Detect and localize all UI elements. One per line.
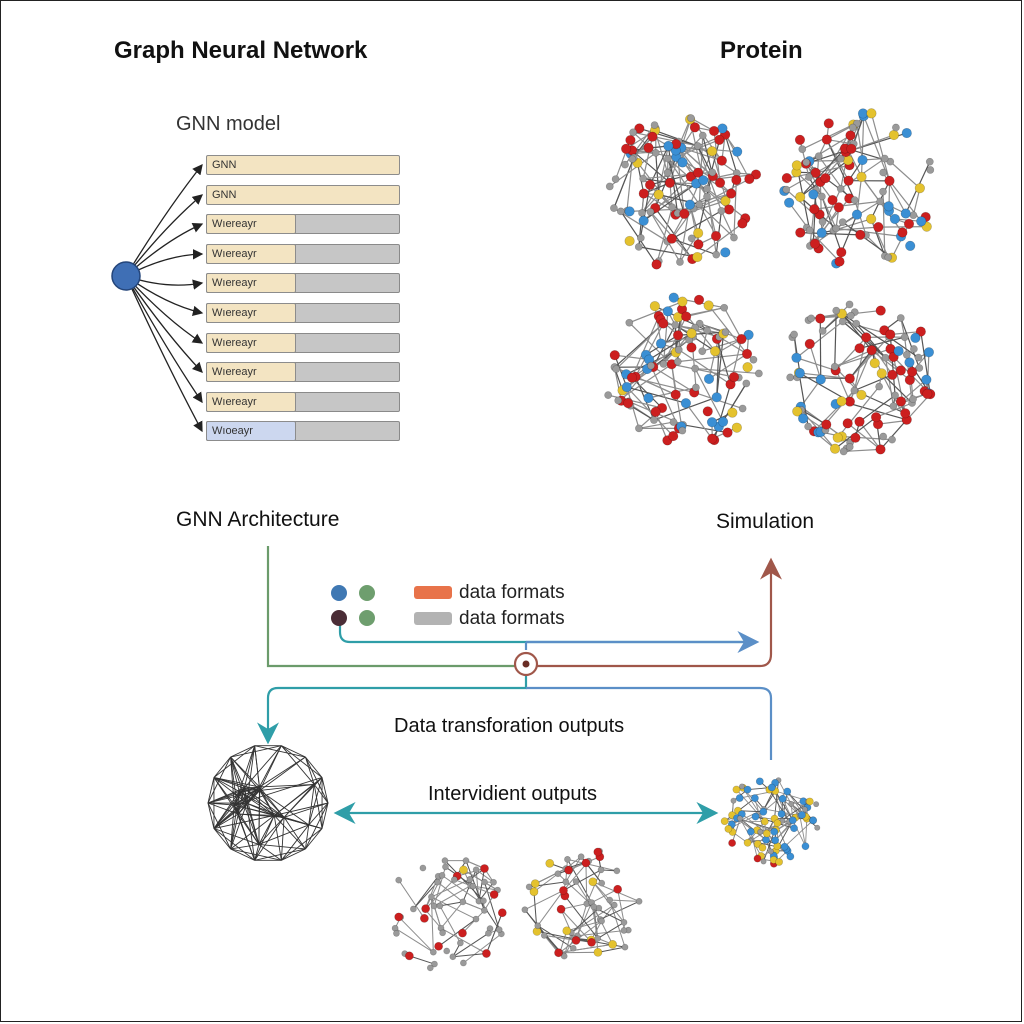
gnn-layer: Wıereayr	[206, 392, 400, 412]
layer-label: GNN	[206, 155, 400, 175]
layer-label: Wıereayr	[206, 244, 296, 264]
layer-connector	[125, 194, 203, 277]
molecule	[786, 300, 936, 456]
molecule	[521, 847, 643, 960]
layer-connector	[125, 275, 203, 373]
gnn-layer: Wıereayr	[206, 303, 400, 323]
gnn-connectors	[125, 163, 204, 433]
molecule	[605, 114, 762, 270]
protein-title: Protein	[720, 37, 803, 64]
simulation-label: Simulation	[716, 510, 815, 533]
architecture-flow-line	[266, 546, 520, 668]
layer-label: GNN	[206, 185, 400, 205]
layer-label: Wıereayr	[206, 392, 296, 412]
legend-dot-dark	[331, 610, 347, 626]
simulation-output-arrow	[534, 557, 782, 668]
legend-label-2: data formats	[459, 608, 565, 629]
gnn-input-node	[111, 261, 141, 291]
legend-flow-line-teal	[338, 624, 755, 644]
legend-dot-blue	[331, 585, 347, 601]
graph-polyhedron	[207, 745, 329, 861]
layer-connector	[125, 275, 203, 404]
legend-swatch-gray	[414, 612, 452, 625]
layer-label: Wıereayr	[206, 333, 296, 353]
gnn-layer: Wıereayr	[206, 244, 400, 264]
legend	[331, 585, 452, 626]
protein-structures	[604, 108, 936, 456]
gnn-layer: Wıereayr	[206, 333, 400, 353]
layer-label: Wıoeayr	[206, 421, 296, 441]
layer-label: Wıereayr	[206, 273, 296, 293]
gnn-layer: Wıereayr	[206, 273, 400, 293]
gnn-layer: Wıereayr	[206, 362, 400, 382]
molecule	[391, 857, 507, 972]
layer-label: Wıereayr	[206, 214, 296, 234]
legend-swatch-orange	[414, 586, 452, 599]
layer-connector	[125, 275, 203, 433]
layer-label: Wıereayr	[206, 303, 296, 323]
layer-label: Wıereayr	[206, 362, 296, 382]
protein-output-line	[526, 686, 773, 760]
layer-connector	[125, 163, 203, 277]
gnn-layer: Wıereayr	[206, 214, 400, 234]
protein-cluster	[720, 777, 821, 868]
gnn-model-label: GNN model	[176, 113, 281, 135]
molecule	[779, 108, 935, 269]
intervidient-label: Intervidient outputs	[428, 783, 597, 805]
legend-label-1: data formats	[459, 582, 565, 603]
legend-dot-green	[359, 585, 375, 601]
bottom-molecules	[391, 847, 643, 972]
flow-lines	[257, 546, 782, 824]
architecture-label: GNN Architecture	[176, 508, 340, 531]
transformation-label: Data transforation outputs	[394, 715, 625, 737]
gnn-layer: GNN	[206, 155, 400, 175]
gnn-layer: GNN	[206, 185, 400, 205]
legend-dot-green-2	[359, 610, 375, 626]
molecule	[720, 777, 821, 868]
graph-output-arrow	[257, 676, 528, 745]
gnn-layer: Wıoeayr	[206, 421, 400, 441]
gnn-title: Graph Neural Network	[114, 37, 368, 64]
molecule	[604, 292, 763, 446]
